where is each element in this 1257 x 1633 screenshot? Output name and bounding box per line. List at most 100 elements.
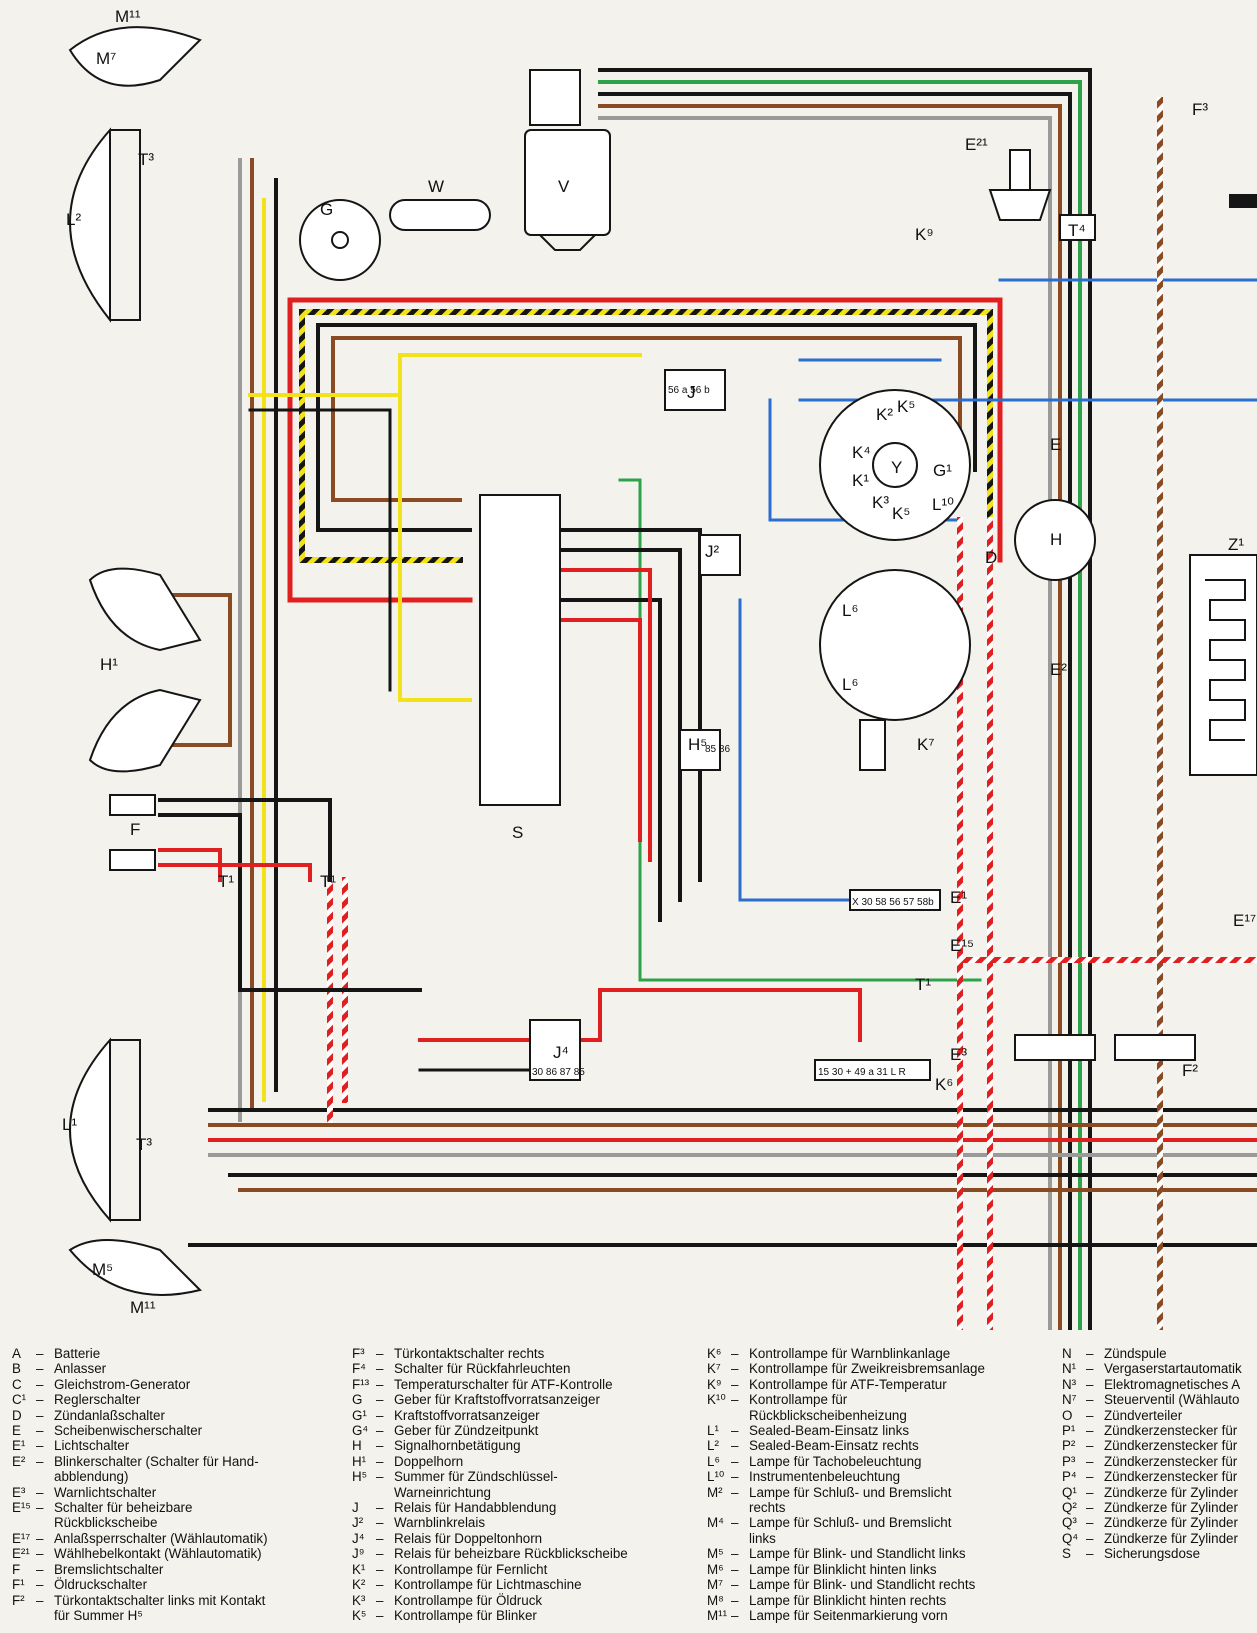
legend-description: Zündkerzenstecker für bbox=[1104, 1453, 1238, 1469]
legend-code bbox=[707, 1408, 731, 1423]
legend-entry: H–Signalhornbetätigung bbox=[352, 1438, 692, 1453]
label-T1-left: T¹ bbox=[218, 872, 234, 891]
legend-code: G¹ bbox=[352, 1407, 367, 1423]
legend-description: Sicherungsdose bbox=[1104, 1546, 1201, 1562]
label-E2: E² bbox=[1050, 660, 1067, 679]
legend-entry: M⁴–Lampe für Schluß- und Bremslicht bbox=[707, 1515, 1052, 1530]
legend-dash: – bbox=[36, 1376, 44, 1392]
legend-code: K⁵ bbox=[352, 1607, 367, 1623]
legend-entry: M⁸–Lampe für Blinklicht hinten rechts bbox=[707, 1593, 1052, 1608]
legend-description: Kontrollampe für Warnblinkanlage bbox=[749, 1346, 951, 1361]
legend-code: K² bbox=[352, 1577, 366, 1593]
legend-code bbox=[707, 1531, 731, 1546]
legend-code: K⁹ bbox=[707, 1376, 722, 1392]
legend-entry: Q¹–Zündkerze für Zylinder bbox=[1062, 1485, 1257, 1500]
label-E17: E¹⁷ bbox=[1233, 911, 1256, 930]
label-F3: F³ bbox=[1192, 100, 1208, 119]
label-M7: M⁷ bbox=[96, 49, 116, 68]
legend-entry: D–Zündanlaßschalter bbox=[12, 1408, 342, 1423]
legend-entry: H¹–Doppelhorn bbox=[352, 1454, 692, 1469]
label-K4: K⁴ bbox=[852, 443, 871, 462]
legend-entry: L²–Sealed-Beam-Einsatz rechts bbox=[707, 1438, 1052, 1453]
wire-harness bbox=[158, 68, 1257, 1330]
legend-entry: E–Scheibenwischerschalter bbox=[12, 1423, 342, 1438]
legend-entry: E³–Warnlichtschalter bbox=[12, 1485, 342, 1500]
legend-entry: Q⁴–Zündkerze für Zylinder bbox=[1062, 1531, 1257, 1546]
legend-entry: E²¹–Wählhebelkontakt (Wählautomatik) bbox=[12, 1546, 342, 1561]
legend-entry: K⁷–Kontrollampe für Zweikreisbremsanlage bbox=[707, 1361, 1052, 1376]
legend-description: Wählhebelkontakt (Wählautomatik) bbox=[54, 1546, 262, 1562]
legend-code: K¹ bbox=[352, 1561, 366, 1577]
legend-dash: – bbox=[36, 1392, 44, 1408]
legend-code: E¹⁷ bbox=[12, 1530, 31, 1546]
label-T3-bottom: T³ bbox=[136, 1135, 152, 1154]
legend-description: Batterie bbox=[54, 1346, 101, 1361]
terminal-e1: X 30 58 56 57 58b bbox=[852, 897, 934, 908]
label-S: S bbox=[512, 823, 523, 842]
legend-entry: G–Geber für Kraftstoffvorratsanzeiger bbox=[352, 1392, 692, 1407]
legend-entry: E²–Blinkerschalter (Schalter für Hand- bbox=[12, 1454, 342, 1469]
legend-description: Zündanlaßschalter bbox=[54, 1407, 165, 1423]
legend-entry: J²–Warnblinkrelais bbox=[352, 1515, 692, 1530]
legend-dash: – bbox=[36, 1423, 44, 1439]
legend-description: Lampe für Blinklicht hinten links bbox=[749, 1561, 937, 1577]
legend-code: E³ bbox=[12, 1484, 26, 1500]
legend-code: F¹³ bbox=[352, 1376, 370, 1392]
legend-entry: G¹–Kraftstoffvorratsanzeiger bbox=[352, 1408, 692, 1423]
legend-description: Kontrollampe für ATF-Temperatur bbox=[749, 1376, 947, 1392]
legend-dash: – bbox=[376, 1515, 384, 1531]
legend-entry: P¹–Zündkerzenstecker für bbox=[1062, 1423, 1257, 1438]
legend-description: Türkontaktschalter rechts bbox=[394, 1346, 545, 1361]
legend-entry: B–Anlasser bbox=[12, 1361, 342, 1376]
legend-description: Geber für Kraftstoffvorratsanzeiger bbox=[394, 1392, 600, 1408]
legend-dash: – bbox=[36, 1500, 44, 1516]
legend-description: Rückblickscheibenheizung bbox=[749, 1407, 907, 1423]
legend-dash: – bbox=[731, 1469, 739, 1485]
legend-entry: Q³–Zündkerze für Zylinder bbox=[1062, 1515, 1257, 1530]
legend-dash: – bbox=[1086, 1423, 1094, 1439]
legend-description: Kontrollampe für Zweikreisbremsanlage bbox=[749, 1361, 985, 1377]
legend-entry: J–Relais für Handabblendung bbox=[352, 1500, 692, 1515]
legend-dash: – bbox=[1086, 1346, 1094, 1361]
legend-description: Lampe für Seitenmarkierung vorn bbox=[749, 1607, 948, 1623]
terminal-j: 56 a 56 b bbox=[668, 385, 710, 396]
legend-entry: Rückblickscheibe bbox=[12, 1515, 342, 1530]
terminal-j4: 30 86 87 85 bbox=[532, 1067, 585, 1078]
legend-code bbox=[12, 1515, 36, 1530]
legend-code: E¹⁵ bbox=[12, 1500, 31, 1516]
legend-entry: N–Zündspule bbox=[1062, 1346, 1257, 1361]
legend-dash: – bbox=[731, 1577, 739, 1593]
legend-description: Vergaserstartautomatik bbox=[1104, 1361, 1242, 1377]
legend-entry: Rückblickscheibenheizung bbox=[707, 1408, 1052, 1423]
label-J4: J⁴ bbox=[553, 1043, 569, 1062]
legend-dash: – bbox=[731, 1515, 739, 1531]
legend-dash: – bbox=[731, 1346, 739, 1361]
label-T1-mid: T¹ bbox=[320, 872, 336, 891]
legend-entry: K⁶–Kontrollampe für Warnblinkanlage bbox=[707, 1346, 1052, 1361]
legend-description: Reglerschalter bbox=[54, 1392, 141, 1408]
legend-dash: – bbox=[1086, 1376, 1094, 1392]
label-F: F bbox=[130, 820, 140, 839]
legend-code: P⁴ bbox=[1062, 1469, 1077, 1485]
legend-entry: F⁴–Schalter für Rückfahrleuchten bbox=[352, 1361, 692, 1376]
legend-entry: Warneinrichtung bbox=[352, 1485, 692, 1500]
legend-description: Zündkerzenstecker für bbox=[1104, 1438, 1238, 1454]
legend-description: Relais für beheizbare Rückblickscheibe bbox=[394, 1546, 628, 1562]
legend-entry: M⁶–Lampe für Blinklicht hinten links bbox=[707, 1562, 1052, 1577]
legend-entry: H⁵–Summer für Zündschlüssel- bbox=[352, 1469, 692, 1484]
legend-dash: – bbox=[1086, 1361, 1094, 1377]
legend-dash: – bbox=[376, 1361, 384, 1377]
legend-description: Zündkerze für Zylinder bbox=[1104, 1530, 1238, 1546]
legend-dash: – bbox=[1086, 1484, 1094, 1500]
legend-code: E²¹ bbox=[12, 1546, 30, 1562]
legend-entry: Q²–Zündkerze für Zylinder bbox=[1062, 1500, 1257, 1515]
legend-description: Zündkerze für Zylinder bbox=[1104, 1500, 1238, 1516]
legend-entry: E¹⁵–Schalter für beheizbare bbox=[12, 1500, 342, 1515]
legend-code: P² bbox=[1062, 1438, 1076, 1454]
legend-dash: – bbox=[731, 1561, 739, 1577]
label-Y: Y bbox=[891, 458, 902, 477]
legend-code: F³ bbox=[352, 1346, 365, 1361]
label-E1: E¹ bbox=[950, 888, 967, 907]
